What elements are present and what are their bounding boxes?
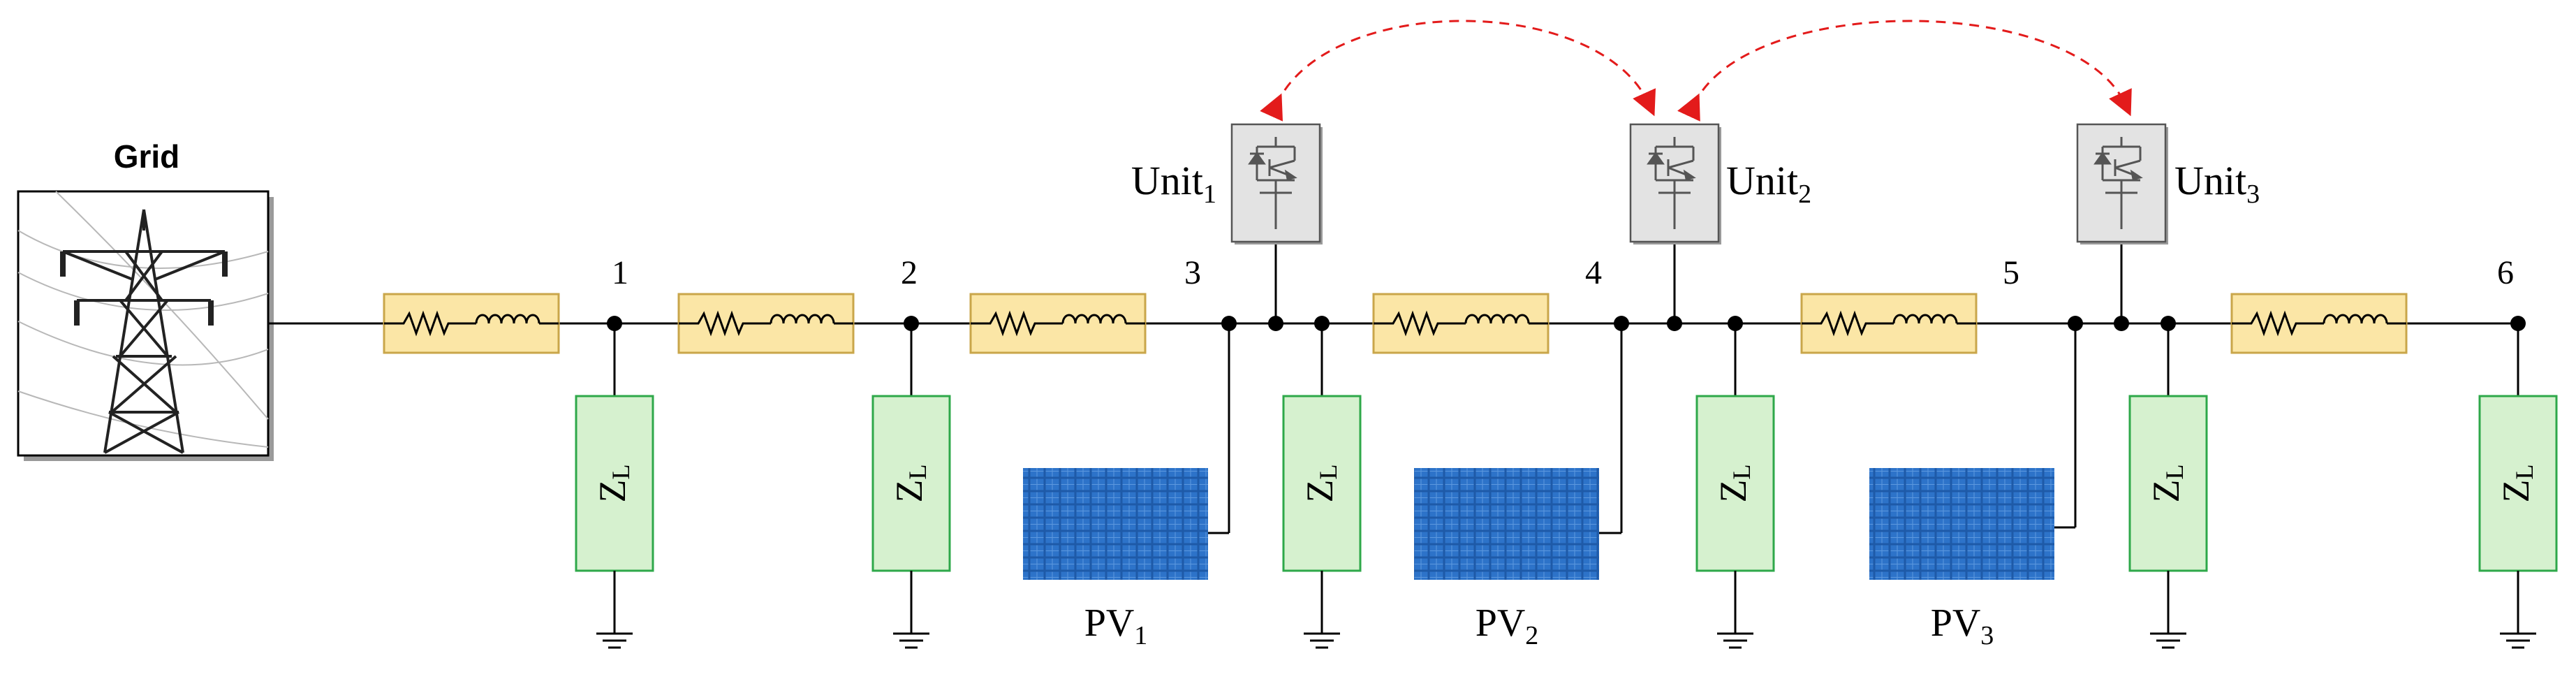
pv-array-2: PV2 [1414, 323, 1623, 650]
line-impedance-5 [1800, 293, 1978, 354]
load-label-3: ZL [1299, 465, 1342, 503]
bus-label-3: 3 [1184, 254, 1201, 291]
ground-icon [1716, 569, 1755, 649]
ground-icon [1302, 569, 1341, 649]
grid-label: Grid [114, 138, 180, 175]
solar-panel-icon [1869, 468, 2054, 580]
unit-label-3: Unit3 [2174, 158, 2260, 209]
bus-junctions [607, 316, 2526, 331]
bus-label-6: 6 [2497, 254, 2514, 291]
pv-label-1: PV1 [1084, 601, 1148, 650]
load-label-2: ZL [888, 465, 932, 503]
unit-label-2: Unit2 [1726, 158, 1811, 209]
solar-panel-icon [1414, 468, 1599, 580]
load-5: ZL [2128, 323, 2208, 649]
load-6: ZL [2478, 323, 2558, 649]
bus-label-4: 4 [1585, 254, 1602, 291]
pv-array-3: PV3 [1869, 323, 2077, 650]
bus-label-2: 2 [901, 254, 918, 291]
igbt-switch-icon [1230, 123, 1324, 246]
unit-3: Unit3 [2076, 123, 2260, 316]
load-2: ZL [871, 323, 951, 649]
unit-2: Unit2 [1629, 123, 1811, 316]
unit-1: Unit1 [1131, 123, 1324, 316]
unit-label-1: Unit1 [1131, 158, 1216, 209]
comm-arrow-2-3 [1677, 20, 2132, 122]
load-label-6: ZL [2495, 465, 2538, 503]
load-label-1: ZL [591, 465, 635, 503]
line-impedance-6 [2230, 293, 2408, 354]
load-3: ZL [1282, 323, 1362, 649]
pv-array-1: PV1 [1023, 323, 1230, 650]
line-impedance-3 [969, 293, 1147, 354]
ground-icon [892, 569, 931, 649]
solar-panel-icon [1023, 468, 1208, 580]
line-impedance-4 [1372, 293, 1550, 354]
transmission-tower-icon [17, 190, 274, 461]
pv-label-3: PV3 [1931, 601, 1994, 650]
load-4: ZL [1695, 323, 1775, 649]
load-label-5: ZL [2145, 465, 2188, 503]
igbt-switch-icon [2076, 123, 2170, 246]
bus-label-5: 5 [2003, 254, 2019, 291]
bus-label-1: 1 [612, 254, 628, 291]
line-impedance-2 [677, 293, 855, 354]
load-1: ZL [575, 323, 654, 649]
comm-arrow-1-2 [1260, 20, 1656, 122]
line-impedance-1 [383, 293, 560, 354]
igbt-switch-icon [1629, 123, 1723, 246]
ground-icon [2149, 569, 2188, 649]
pv-label-2: PV2 [1475, 601, 1539, 650]
ground-icon [595, 569, 634, 649]
ground-icon [2498, 569, 2538, 649]
load-label-4: ZL [1712, 465, 1756, 503]
